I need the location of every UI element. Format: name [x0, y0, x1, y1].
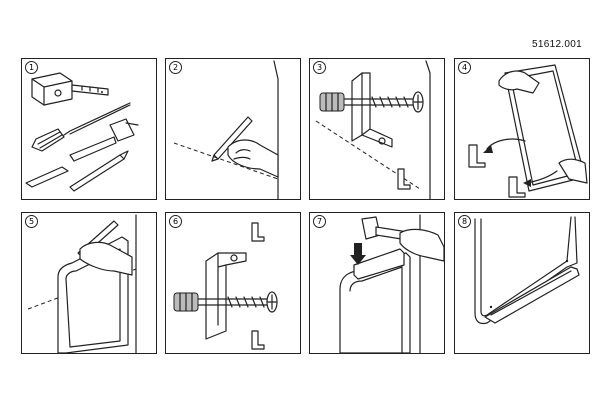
- wall-bracket-icon: [205, 252, 247, 340]
- lower-bracket-icon: [353, 248, 405, 280]
- wall-plug-icon: [319, 92, 345, 112]
- small-bracket-icon: [251, 222, 265, 242]
- tape-measure-icon: [31, 72, 109, 106]
- step-4-panel: 4: [454, 58, 590, 200]
- step-number-4: 4: [458, 61, 471, 74]
- bracket-screw-illustration: [315, 60, 431, 199]
- down-arrow-icon: [350, 243, 366, 265]
- step-number-5: 5: [25, 215, 38, 228]
- step-2-panel: 2: [165, 58, 301, 200]
- hammer-icon: [69, 118, 139, 162]
- small-bracket-icon: [397, 168, 411, 190]
- marker-tray: [484, 266, 580, 324]
- bracket-icon: [468, 144, 486, 168]
- screwdriver-icon: [31, 102, 131, 152]
- step-8-panel: 8: [454, 212, 590, 354]
- step-1-panel: 1: [21, 58, 157, 200]
- hanging-board-illustration: [468, 64, 588, 198]
- hand-icon: [399, 228, 444, 262]
- hand-icon: [498, 70, 540, 94]
- screw-icon: [197, 291, 278, 313]
- hand-icon: [558, 158, 588, 184]
- pencil-icon: [213, 116, 253, 160]
- screw-icon: [343, 91, 424, 113]
- marking-illustration: [173, 60, 279, 199]
- hammer-bracket-illustration: [339, 214, 444, 353]
- hand-icon: [79, 241, 133, 276]
- finished-board-illustration: [474, 216, 580, 325]
- wall-plug-icon: [173, 292, 199, 312]
- bracket-icon: [508, 176, 526, 198]
- step-5-panel: 5: [21, 212, 157, 354]
- tools-illustration: [25, 72, 139, 192]
- step-number-3: 3: [313, 61, 326, 74]
- pencil-icon: [69, 150, 129, 192]
- hand-icon: [227, 139, 279, 178]
- small-bracket-icon: [251, 330, 265, 350]
- step-6-panel: 6: [165, 212, 301, 354]
- step-number-2: 2: [169, 61, 182, 74]
- document-code: 51612.001: [532, 39, 582, 50]
- step-3-panel: 3: [309, 58, 445, 200]
- step-7-panel: 7: [309, 212, 445, 354]
- level-icon: [25, 166, 69, 188]
- marking-lower-illustration: [27, 214, 137, 353]
- wall-bracket-icon: [351, 72, 393, 148]
- step-number-8: 8: [458, 215, 471, 228]
- step-number-7: 7: [313, 215, 326, 228]
- step-number-1: 1: [25, 61, 38, 74]
- lower-bracket-illustration: [173, 222, 278, 350]
- step-number-6: 6: [169, 215, 182, 228]
